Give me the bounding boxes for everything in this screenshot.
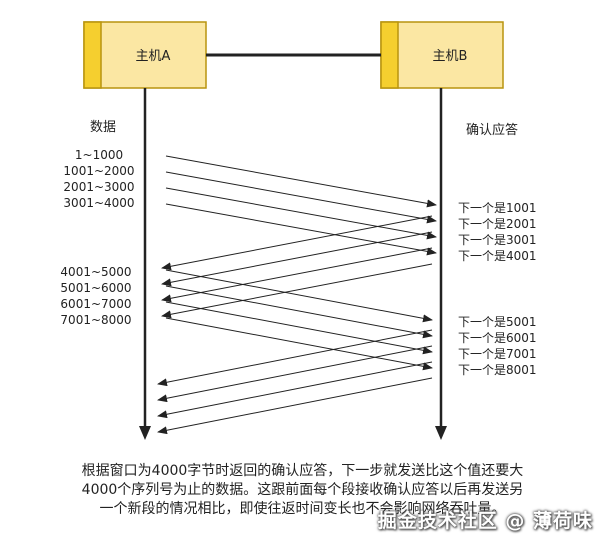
ack-arrow <box>161 247 433 303</box>
ack-label: 下一个是2001 <box>458 217 537 231</box>
caption-line: 4000个序列号为止的数据。这跟前面每个段接收确认应答以后再发送另 <box>81 482 524 498</box>
caption-line: 根据窗口为4000字节时返回的确认应答，下一步就发送比这个值还要大 <box>81 463 524 479</box>
host-b-label: 主机B <box>433 49 468 64</box>
ack-label: 下一个是4001 <box>458 249 537 263</box>
ack-label: 下一个是7001 <box>458 347 537 361</box>
ack-arrow <box>157 361 433 419</box>
ack-labels: 下一个是1001 下一个是2001 下一个是3001 下一个是4001 下一个是… <box>458 201 537 377</box>
segment-label: 4001~5000 <box>60 265 131 279</box>
data-arrow <box>165 301 433 355</box>
segment-labels: 1~1000 1001~2000 2001~3000 3001~4000 400… <box>60 148 134 327</box>
data-arrows <box>165 155 437 371</box>
ack-label: 下一个是5001 <box>458 315 537 329</box>
host-a-box <box>83 21 207 89</box>
data-arrow <box>165 155 437 208</box>
data-column-label: 数据 <box>90 120 116 135</box>
host-a-side-bar <box>83 21 102 89</box>
ack-label: 下一个是6001 <box>458 331 537 345</box>
segment-label: 7001~8000 <box>60 313 131 327</box>
data-arrow <box>165 187 437 240</box>
ack-arrow <box>161 231 433 287</box>
host-a-label: 主机A <box>136 49 171 64</box>
segment-label: 6001~7000 <box>60 297 131 311</box>
ack-arrow <box>157 329 433 387</box>
ack-arrow <box>157 377 433 435</box>
ack-arrow <box>161 215 433 271</box>
caption: 根据窗口为4000字节时返回的确认应答，下一步就发送比这个值还要大 4000个序… <box>40 462 565 519</box>
ack-arrow <box>161 263 433 319</box>
ack-column-label: 确认应答 <box>466 122 518 138</box>
segment-label: 2001~3000 <box>63 180 134 194</box>
data-arrow <box>165 269 433 323</box>
timeline-a-arrowhead <box>139 426 151 440</box>
data-arrow <box>165 171 437 224</box>
segment-label: 1~1000 <box>75 148 123 162</box>
host-a: 主机A <box>83 21 207 89</box>
ack-arrow <box>157 345 433 403</box>
watermark: 掘金技术社区 @ 薄荷味 <box>377 510 593 532</box>
segment-label: 3001~4000 <box>63 196 134 210</box>
data-arrow <box>165 203 437 256</box>
caption-line: 一个新段的情况相比，即使往返时间变长也不会影响网络吞吐量。 <box>99 501 506 517</box>
ack-label: 下一个是8001 <box>458 363 537 377</box>
ack-arrows <box>157 215 433 435</box>
host-b: 主机B <box>380 21 504 89</box>
segment-label: 5001~6000 <box>60 281 131 295</box>
segment-label: 1001~2000 <box>63 164 134 178</box>
ack-label: 下一个是3001 <box>458 233 537 247</box>
timeline-b-arrowhead <box>435 426 447 440</box>
data-arrow <box>165 317 433 371</box>
ack-label: 下一个是1001 <box>458 201 537 215</box>
host-b-box <box>380 21 504 89</box>
host-b-side-bar <box>380 21 399 89</box>
data-arrow <box>165 285 433 339</box>
